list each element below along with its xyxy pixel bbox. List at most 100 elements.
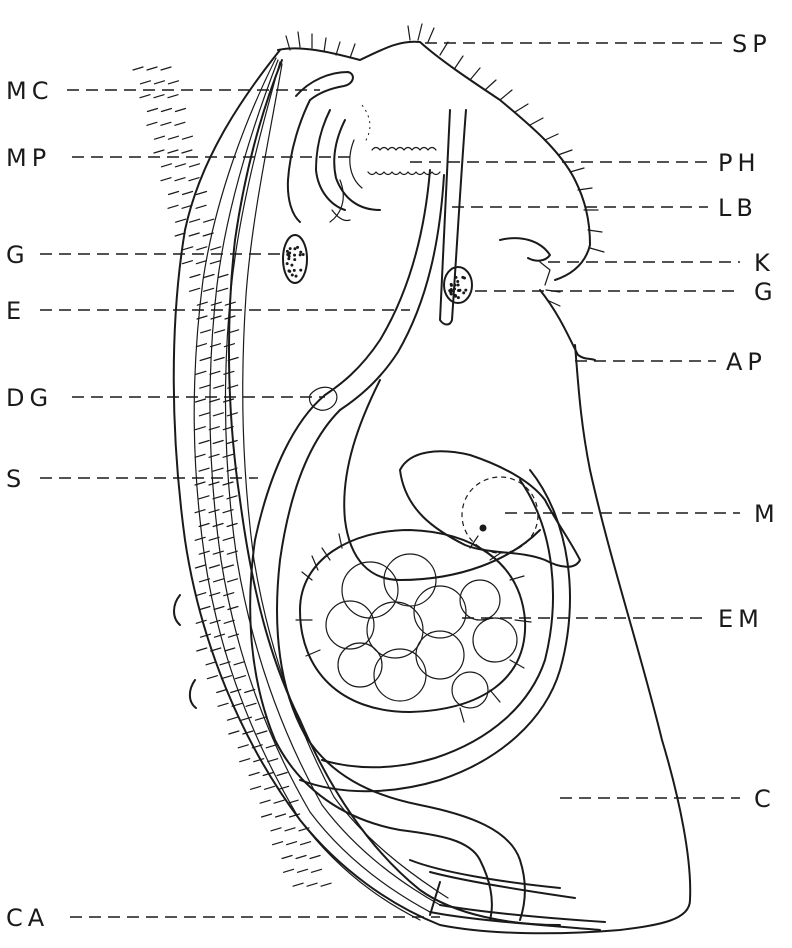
embryo-cluster bbox=[296, 530, 531, 722]
band-rung bbox=[214, 634, 224, 637]
gland-stipple bbox=[454, 288, 456, 290]
gland-stipple bbox=[294, 259, 296, 261]
gland-stipple bbox=[463, 292, 465, 294]
band-rung bbox=[196, 620, 206, 623]
band-rung bbox=[161, 109, 171, 112]
band-rung bbox=[217, 690, 227, 693]
esophagus bbox=[325, 170, 444, 410]
m-nucleus bbox=[462, 477, 538, 553]
gland-stipple bbox=[457, 281, 459, 283]
gland-stipple bbox=[291, 274, 293, 276]
band-rung bbox=[211, 302, 221, 305]
band-rung bbox=[182, 150, 192, 153]
embryo-cell bbox=[326, 601, 374, 649]
embryo-cell bbox=[473, 618, 517, 662]
band-rung bbox=[195, 454, 205, 457]
band-rung bbox=[199, 496, 209, 499]
band-rung bbox=[147, 122, 157, 125]
band-rung bbox=[293, 883, 303, 886]
gland-stipple bbox=[464, 277, 466, 279]
gland-stipple bbox=[454, 284, 456, 286]
label-ap: AP bbox=[726, 348, 767, 376]
label-mc: MC bbox=[6, 77, 53, 105]
band-rung bbox=[200, 634, 210, 637]
band-rung bbox=[298, 869, 308, 872]
embryo-cell bbox=[414, 586, 466, 638]
band-rung bbox=[200, 607, 210, 610]
band-rung bbox=[229, 731, 239, 734]
label-sp: SP bbox=[732, 30, 772, 58]
band-rung bbox=[274, 800, 284, 803]
gland-stipple bbox=[291, 264, 293, 266]
band-rung bbox=[161, 67, 171, 70]
gland-stipple bbox=[450, 289, 452, 291]
gland-stipple bbox=[300, 251, 302, 253]
label-mp: MP bbox=[6, 144, 51, 172]
band-rung bbox=[214, 607, 224, 610]
band-rung bbox=[260, 800, 270, 803]
label-s: S bbox=[6, 465, 26, 493]
label-k: K bbox=[754, 249, 775, 277]
band-rung bbox=[190, 288, 200, 291]
gland-stipple bbox=[454, 294, 456, 296]
band-rung bbox=[176, 219, 186, 222]
band-rung bbox=[218, 703, 228, 706]
striated-band bbox=[133, 58, 448, 920]
band-rung bbox=[183, 247, 193, 250]
band-rung bbox=[213, 524, 223, 527]
band-rung bbox=[213, 468, 223, 471]
gland-stipple bbox=[465, 289, 467, 291]
label-em: EM bbox=[718, 605, 764, 633]
band-rung bbox=[251, 786, 261, 789]
band-rung bbox=[307, 883, 317, 886]
band-rung bbox=[218, 288, 228, 291]
band-rung bbox=[161, 164, 171, 167]
band-rung bbox=[196, 399, 206, 402]
band-rung bbox=[161, 122, 171, 125]
band-rung bbox=[287, 842, 297, 845]
band-rung bbox=[234, 662, 244, 665]
body-outline bbox=[174, 50, 690, 933]
band-rung bbox=[227, 413, 237, 416]
inner-body-line bbox=[229, 60, 560, 925]
band-rung bbox=[199, 413, 209, 416]
band-rung bbox=[238, 745, 248, 748]
band-rung bbox=[195, 427, 205, 430]
band-rung bbox=[246, 703, 256, 706]
intestine-loop bbox=[300, 470, 570, 791]
band-rung bbox=[196, 371, 206, 374]
band-rung bbox=[227, 717, 237, 720]
band-rung bbox=[189, 164, 199, 167]
band-rung bbox=[277, 773, 287, 776]
band-rung bbox=[154, 136, 164, 139]
label-c: C bbox=[754, 785, 776, 813]
band-rung bbox=[213, 496, 223, 499]
band-rung bbox=[271, 828, 281, 831]
band-rung bbox=[213, 441, 223, 444]
band-rung bbox=[200, 385, 210, 388]
brood-contour bbox=[344, 380, 540, 580]
label-m: M bbox=[754, 500, 780, 528]
band-rung bbox=[168, 136, 178, 139]
band-rung bbox=[224, 593, 234, 596]
gland-stipple bbox=[294, 254, 296, 256]
band-rung bbox=[189, 233, 199, 236]
band-rung bbox=[196, 205, 206, 208]
band-rung bbox=[312, 869, 322, 872]
band-rung bbox=[279, 786, 289, 789]
band-rung bbox=[224, 620, 234, 623]
gland-stipple bbox=[458, 290, 460, 292]
band-rung bbox=[243, 731, 253, 734]
gland-stipple bbox=[457, 284, 459, 286]
label-g-right: G bbox=[754, 278, 778, 306]
band-rung bbox=[209, 427, 219, 430]
band-rung bbox=[215, 330, 225, 333]
band-rung bbox=[210, 371, 220, 374]
mouthparts bbox=[288, 72, 380, 222]
embryo-cell bbox=[460, 580, 500, 620]
band-rung bbox=[229, 330, 239, 333]
band-rung bbox=[175, 122, 185, 125]
band-rung bbox=[262, 814, 272, 817]
band-rung bbox=[214, 579, 224, 582]
band-rung bbox=[182, 136, 192, 139]
